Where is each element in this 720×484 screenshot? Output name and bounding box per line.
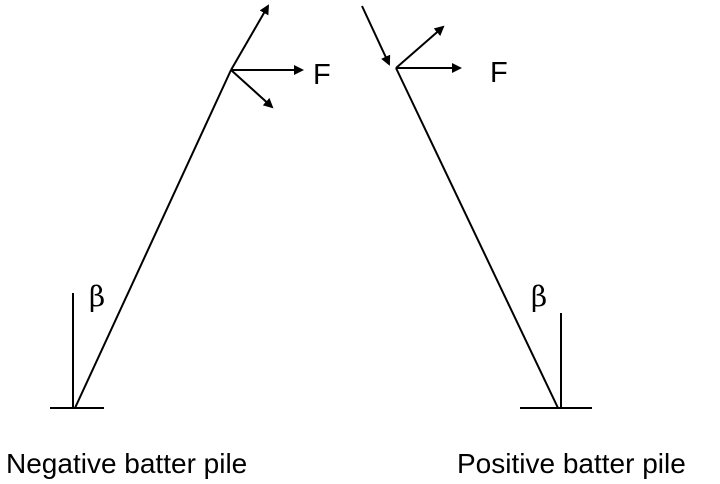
negative-pile-axis [74,69,232,409]
positive-angle-label: β [531,280,547,313]
positive-pile-axis [395,67,559,409]
positive-axial-force-arrow [361,5,391,66]
batter-pile-diagram: F β F β [50,4,592,409]
positive-batter-pile [361,5,592,409]
positive-force-label: F [490,57,508,89]
positive-normal-force-arrow [395,25,445,69]
negative-normal-force-arrow [230,69,274,109]
negative-angle-label: β [89,280,105,313]
negative-force-label: F [313,59,331,91]
positive-batter-pile-caption: Positive batter pile [457,448,686,479]
negative-batter-pile-caption: Negative batter pile [6,448,248,479]
negative-batter-pile [50,4,304,409]
negative-axial-force-arrow [230,4,270,71]
